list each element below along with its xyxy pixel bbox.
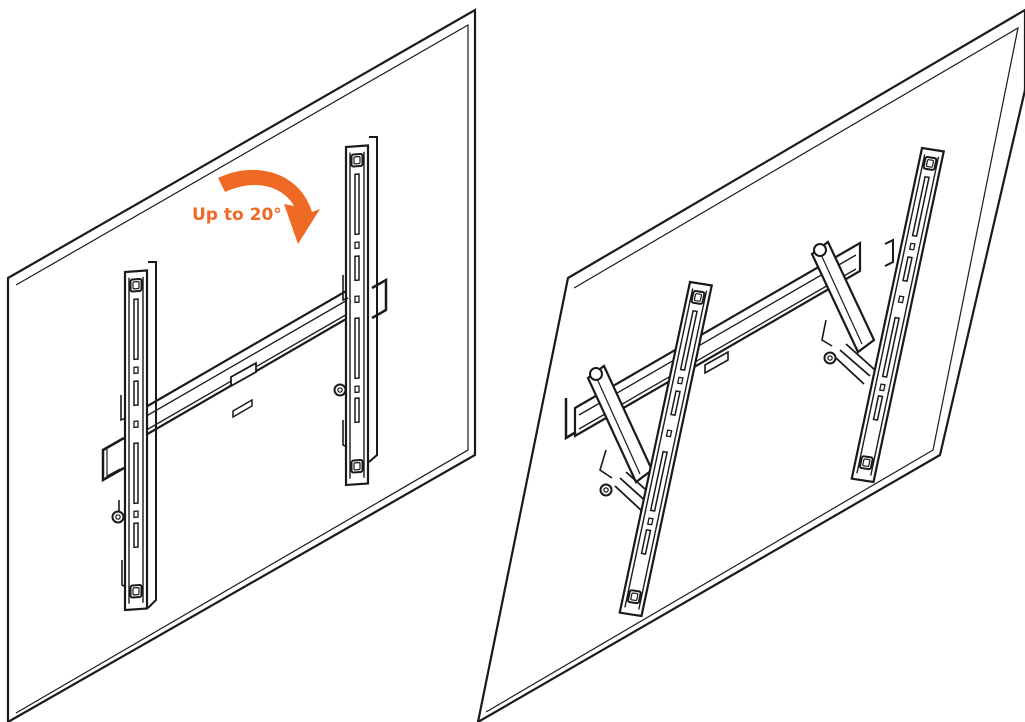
curved-arrow-down-right-icon — [218, 169, 320, 244]
wall-panel-tilted — [476, 8, 1025, 722]
tilt-indicator: Up to 20° — [192, 169, 320, 244]
mounting-bracket-tilted — [564, 146, 945, 618]
mounting-bracket-flat — [101, 136, 388, 612]
tilt-angle-label: Up to 20° — [192, 205, 282, 225]
